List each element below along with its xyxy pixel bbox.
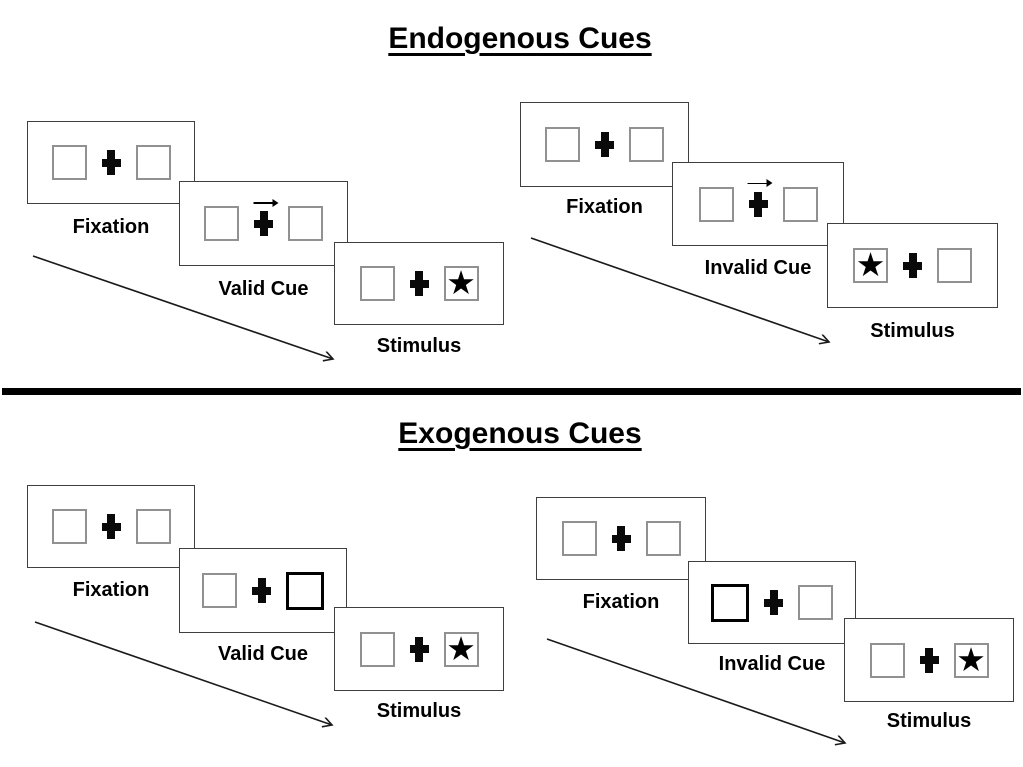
placeholder-box <box>698 186 734 222</box>
central-cue <box>747 179 773 217</box>
cue-panel <box>688 561 856 644</box>
fixation-cross-icon <box>101 150 121 175</box>
star-icon: ★ <box>956 640 986 678</box>
cue-panel <box>179 548 347 633</box>
fixation-cross-icon <box>611 526 631 551</box>
panel-label: Fixation <box>582 591 660 613</box>
section-divider <box>2 388 1021 395</box>
fixation-cross-icon <box>101 514 121 539</box>
panel-label: Valid Cue <box>218 278 309 300</box>
section-title-endogenous: Endogenous Cues <box>388 22 652 55</box>
placeholder-box <box>561 521 597 556</box>
panel-label: Valid Cue <box>217 643 309 665</box>
panel-label: Stimulus <box>376 700 462 722</box>
section-title-exogenous: Exogenous Cues <box>398 417 642 450</box>
stimulus-panel: ★ <box>334 242 504 325</box>
stimulus-panel: ★ <box>827 223 998 308</box>
placeholder-box <box>135 145 171 180</box>
timeline-arrow <box>32 255 333 359</box>
placeholder-box <box>782 186 818 222</box>
fixation-cross-icon <box>409 636 429 662</box>
panel-label: Fixation <box>72 579 150 601</box>
star-icon: ★ <box>855 246 886 283</box>
placeholder-box <box>135 509 171 544</box>
cue-box-bold <box>286 571 324 610</box>
placeholder-box <box>288 206 323 241</box>
placeholder-box <box>798 585 833 620</box>
panel-label: Invalid Cue <box>718 653 826 675</box>
stimulus-box: ★ <box>853 248 888 283</box>
placeholder-box <box>359 631 395 667</box>
placeholder-box <box>545 127 580 162</box>
placeholder-box <box>629 127 664 162</box>
stimulus-box: ★ <box>443 264 479 301</box>
timeline-arrow <box>34 621 332 725</box>
panel-label: Stimulus <box>886 710 972 732</box>
fixation-cross-icon <box>595 132 614 157</box>
cue-panel <box>179 181 348 266</box>
placeholder-box <box>51 145 87 180</box>
stimulus-box: ★ <box>443 629 479 667</box>
timeline-arrow <box>530 237 829 342</box>
fixation-panel <box>520 102 689 187</box>
placeholder-box <box>937 248 972 283</box>
placeholder-box <box>204 206 239 241</box>
panel-label: Stimulus <box>376 335 462 357</box>
placeholder-box <box>645 521 681 556</box>
stimulus-panel: ★ <box>334 607 504 691</box>
fixation-cross-icon <box>748 191 768 217</box>
placeholder-box <box>869 642 905 678</box>
fixation-cross-icon <box>919 647 939 673</box>
fixation-cross-icon <box>409 271 429 296</box>
stimulus-box: ★ <box>953 640 989 678</box>
fixation-cross-icon <box>254 211 273 236</box>
fixation-panel <box>27 485 195 568</box>
fixation-panel <box>536 497 706 580</box>
panel-label: Fixation <box>566 196 643 218</box>
panel-label: Fixation <box>72 216 150 238</box>
fixation-cross-icon <box>764 590 783 615</box>
panel-label: Invalid Cue <box>704 257 812 279</box>
star-icon: ★ <box>446 629 476 667</box>
cue-panel <box>672 162 844 246</box>
placeholder-box <box>51 509 87 544</box>
placeholder-box <box>202 573 237 608</box>
fixation-cross-icon <box>252 578 271 603</box>
cue-box-bold <box>711 583 749 622</box>
cue-arrow-icon <box>253 198 278 207</box>
fixation-cross-icon <box>903 253 922 278</box>
central-cue <box>253 198 278 236</box>
fixation-panel <box>27 121 195 204</box>
cue-arrow-icon <box>747 179 773 188</box>
stimulus-panel: ★ <box>844 618 1014 702</box>
star-icon: ★ <box>446 264 476 301</box>
panel-label: Stimulus <box>870 320 955 342</box>
placeholder-box <box>359 266 395 301</box>
